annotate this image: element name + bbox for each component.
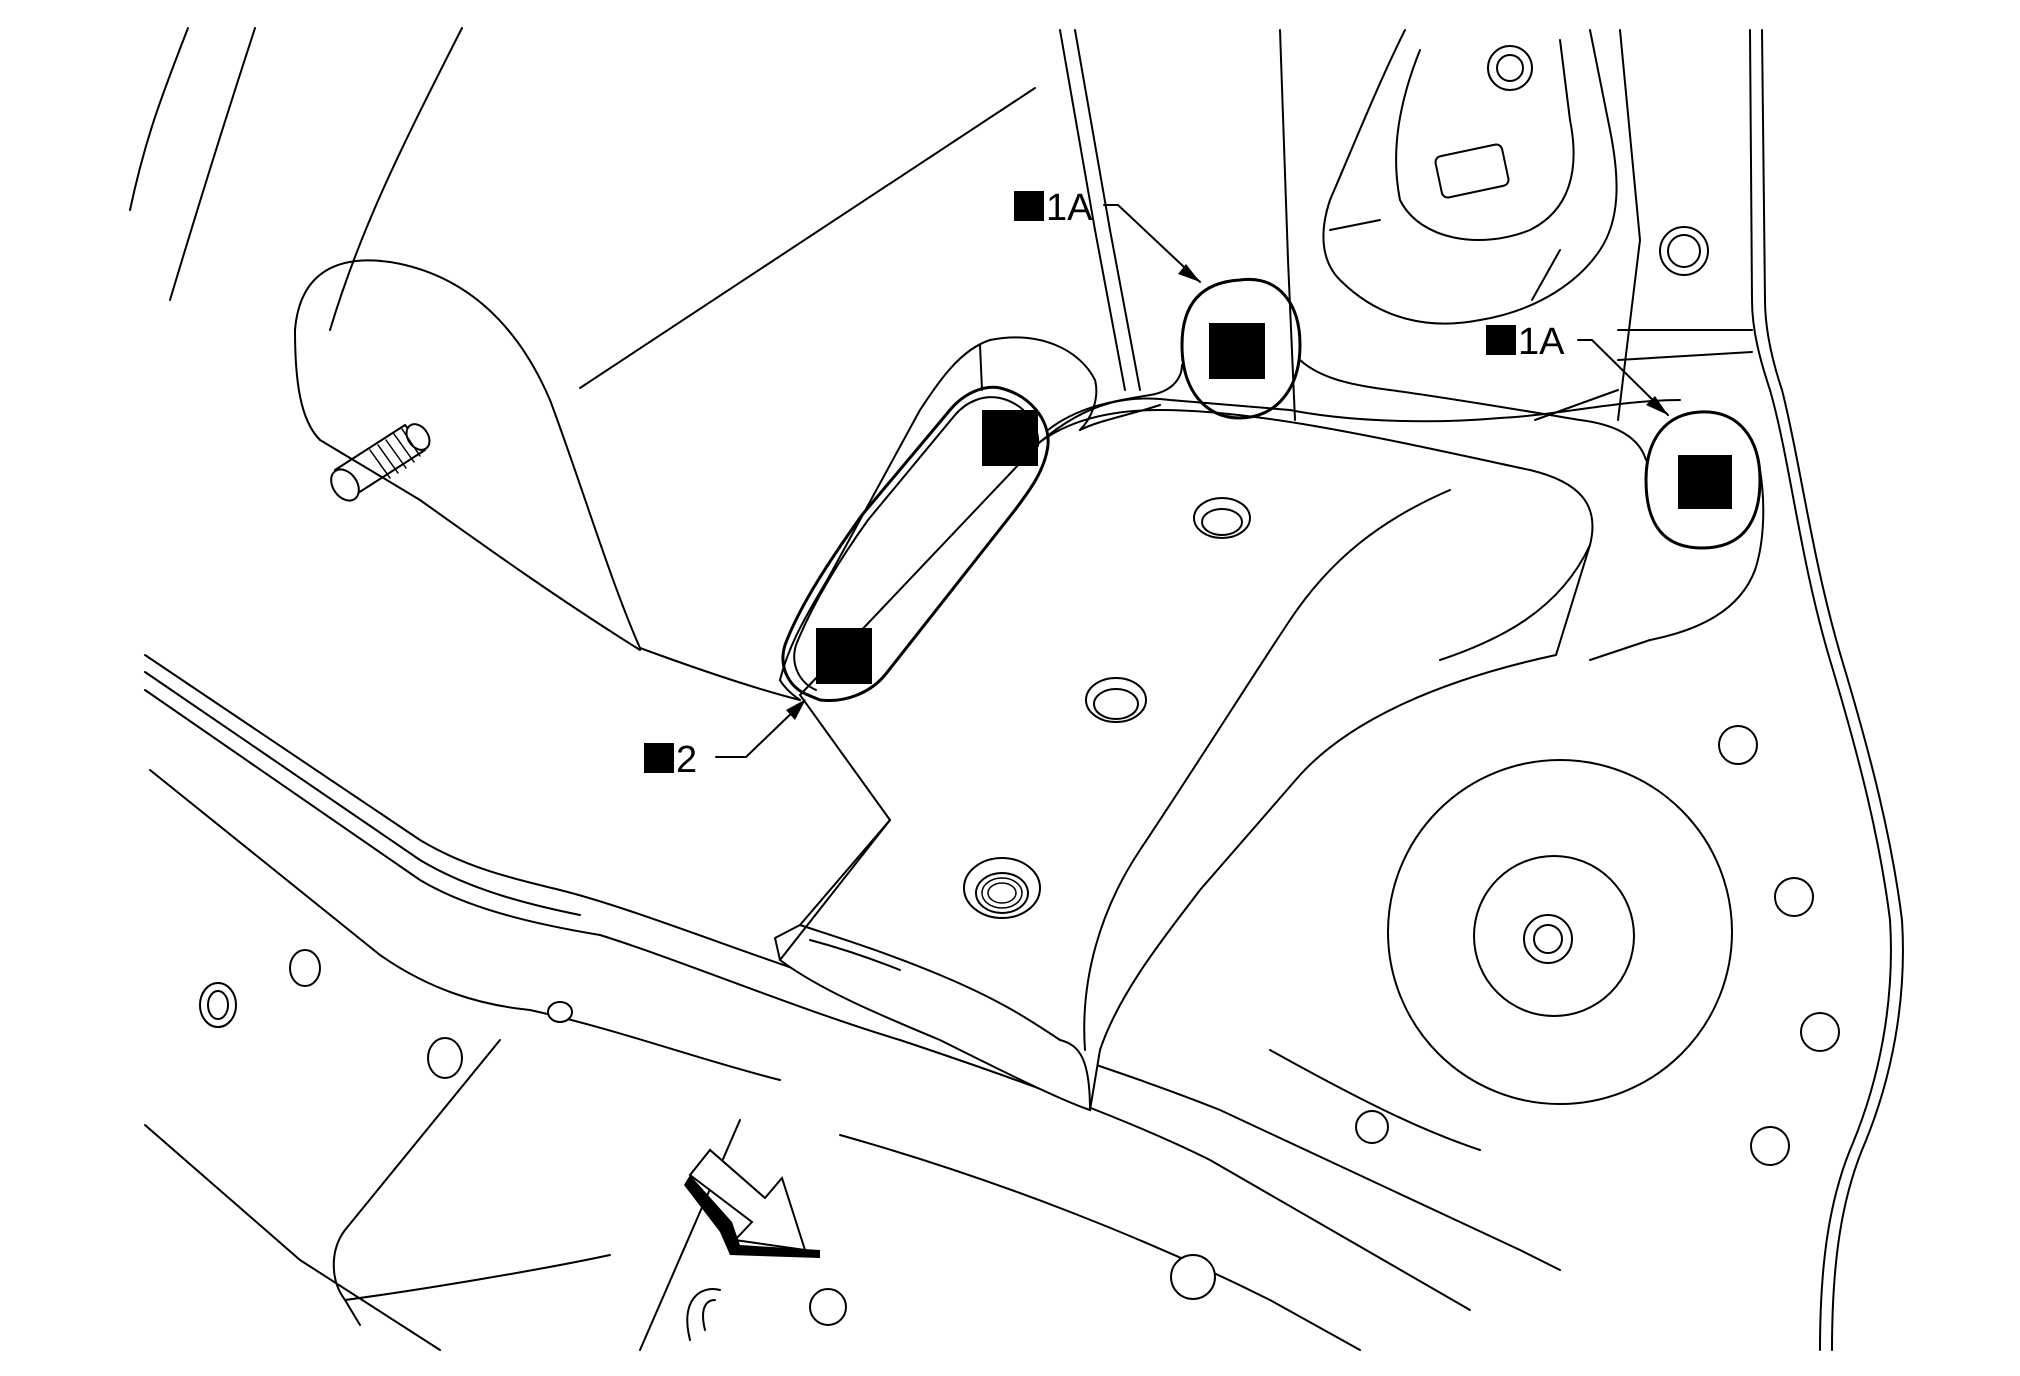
threaded-stud xyxy=(330,423,431,502)
callout-1a-upper: 1A xyxy=(1014,187,1201,283)
weld-symbol-square xyxy=(1014,191,1044,221)
pillar-panel xyxy=(1059,29,1753,421)
weld-zone-right xyxy=(1644,410,1762,550)
callout-2: 2 xyxy=(644,699,806,781)
weld-marker-square xyxy=(816,628,872,684)
callout-label: 2 xyxy=(676,739,697,781)
callout-1a-right: 1A xyxy=(1486,321,1669,416)
weld-zone-upper xyxy=(1180,277,1302,420)
weld-marker-square xyxy=(1678,455,1732,509)
slot-flange xyxy=(779,336,1161,701)
main-bracket xyxy=(774,397,1681,1112)
right-panel xyxy=(809,29,1904,1351)
forward-arrow-icon xyxy=(684,1148,820,1341)
outer-panel-lines xyxy=(129,27,1036,701)
weld-marker-square xyxy=(1209,323,1265,379)
weld-symbol-square xyxy=(1486,325,1516,355)
weld-symbol-square xyxy=(644,743,674,773)
contour-lines xyxy=(1047,359,1765,661)
weld-marker-square xyxy=(982,410,1038,466)
callout-label: 1A xyxy=(1518,321,1565,363)
callout-label: 1A xyxy=(1046,187,1093,229)
weld-zone-slot xyxy=(781,385,1050,703)
